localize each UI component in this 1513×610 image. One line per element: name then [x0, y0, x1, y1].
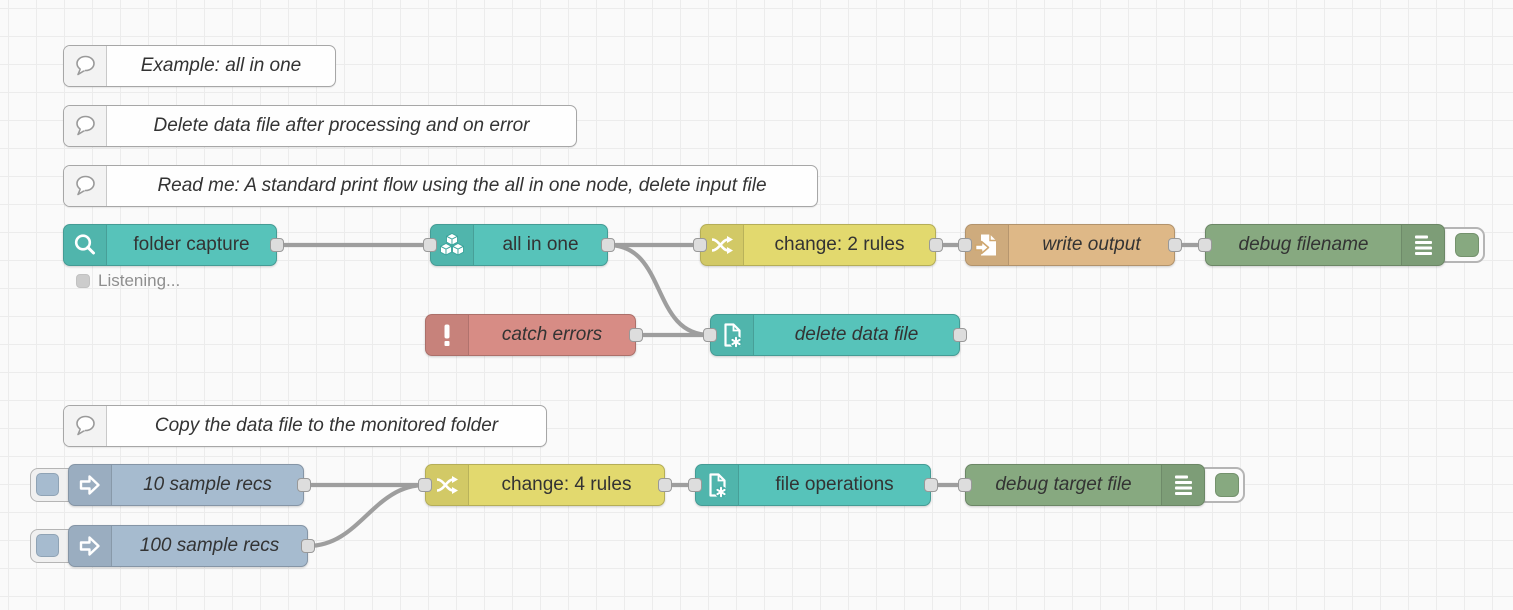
- comment-label: Delete data file after processing and on…: [153, 115, 530, 136]
- node-delete-data-file[interactable]: delete data file: [703, 314, 967, 356]
- arrow-right-icon: [69, 465, 112, 505]
- input-port[interactable]: [418, 478, 432, 492]
- node-label: debug target file: [995, 474, 1132, 495]
- comment-node[interactable]: Delete data file after processing and on…: [63, 105, 577, 147]
- node-label: folder capture: [133, 234, 250, 255]
- output-port[interactable]: [658, 478, 672, 492]
- status-text: Listening...: [98, 271, 181, 290]
- comment-label: Read me: A standard print flow using the…: [157, 175, 767, 196]
- input-port[interactable]: [1198, 238, 1212, 252]
- status-dot-icon: [76, 274, 90, 288]
- node-debug-filename[interactable]: debug filename: [1198, 224, 1445, 266]
- output-port[interactable]: [929, 238, 943, 252]
- output-port[interactable]: [924, 478, 938, 492]
- debug-toggle-pad: [1215, 473, 1239, 497]
- file-asterisk-icon: [711, 315, 754, 355]
- input-port[interactable]: [693, 238, 707, 252]
- input-port[interactable]: [958, 478, 972, 492]
- output-port[interactable]: [270, 238, 284, 252]
- node-folder-capture[interactable]: folder capture: [63, 224, 284, 266]
- input-port[interactable]: [688, 478, 702, 492]
- output-port[interactable]: [601, 238, 615, 252]
- debug-toggle-pad: [1455, 233, 1479, 257]
- speech-bubble-icon: [64, 46, 107, 86]
- output-port[interactable]: [301, 539, 315, 553]
- node-inject-10-sample-recs[interactable]: 10 sample recs: [68, 464, 311, 506]
- comment-node[interactable]: Copy the data file to the monitored fold…: [63, 405, 547, 447]
- comment-node[interactable]: Example: all in one: [63, 45, 336, 87]
- comment-node[interactable]: Read me: A standard print flow using the…: [63, 165, 818, 207]
- shuffle-icon: [426, 465, 469, 505]
- output-port[interactable]: [629, 328, 643, 342]
- list-icon: [1401, 225, 1444, 265]
- node-change-4-rules[interactable]: change: 4 rules: [418, 464, 672, 506]
- node-status: Listening...: [76, 271, 180, 291]
- file-asterisk-icon: [696, 465, 739, 505]
- shuffle-icon: [701, 225, 744, 265]
- node-inject-100-sample-recs[interactable]: 100 sample recs: [68, 525, 315, 567]
- node-change-2-rules[interactable]: change: 2 rules: [693, 224, 943, 266]
- inject-button-pad: [36, 534, 59, 557]
- speech-bubble-icon: [64, 166, 107, 206]
- node-all-in-one[interactable]: all in one: [423, 224, 615, 266]
- node-catch-errors[interactable]: catch errors: [425, 314, 643, 356]
- speech-bubble-icon: [64, 406, 107, 446]
- node-label: 10 sample recs: [143, 474, 272, 495]
- node-debug-target-file[interactable]: debug target file: [958, 464, 1205, 506]
- file-arrow-icon: [966, 225, 1009, 265]
- debug-enable-toggle[interactable]: [1437, 227, 1485, 263]
- node-write-output[interactable]: write output: [958, 224, 1182, 266]
- input-port[interactable]: [703, 328, 717, 342]
- node-label: write output: [1042, 234, 1141, 255]
- input-port[interactable]: [423, 238, 437, 252]
- output-port[interactable]: [953, 328, 967, 342]
- arrow-right-icon: [69, 526, 112, 566]
- output-port[interactable]: [1168, 238, 1182, 252]
- cubes-icon: [431, 225, 474, 265]
- comment-label: Example: all in one: [140, 55, 302, 76]
- node-label: change: 2 rules: [774, 234, 905, 255]
- exclamation-icon: [426, 315, 469, 355]
- node-label: all in one: [502, 234, 579, 255]
- node-label: file operations: [775, 474, 894, 495]
- node-label: delete data file: [794, 324, 919, 345]
- node-label: debug filename: [1238, 234, 1369, 255]
- input-port[interactable]: [958, 238, 972, 252]
- node-file-operations[interactable]: file operations: [688, 464, 938, 506]
- wire[interactable]: [605, 242, 713, 338]
- node-label: 100 sample recs: [139, 535, 280, 556]
- comment-label: Copy the data file to the monitored fold…: [154, 415, 499, 436]
- inject-button-pad: [36, 473, 59, 496]
- search-icon: [64, 225, 107, 265]
- output-port[interactable]: [297, 478, 311, 492]
- speech-bubble-icon: [64, 106, 107, 146]
- node-label: catch errors: [501, 324, 603, 345]
- list-icon: [1161, 465, 1204, 505]
- node-label: change: 4 rules: [501, 474, 632, 495]
- wire[interactable]: [305, 482, 428, 549]
